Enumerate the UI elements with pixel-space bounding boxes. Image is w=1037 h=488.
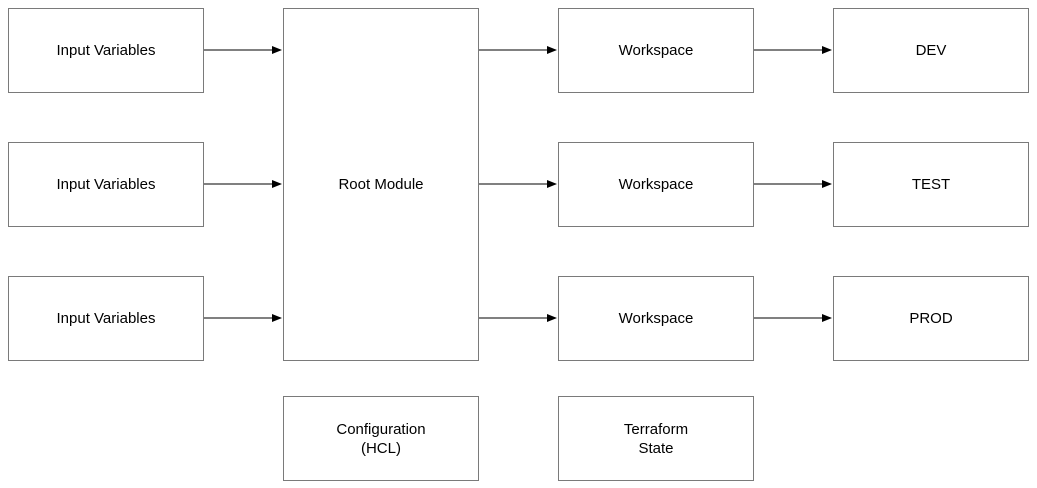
terraform-state-label: Terraform State xyxy=(623,420,689,457)
input-variables-label: Input Variables xyxy=(56,310,156,327)
configuration-label: Configuration (HCL) xyxy=(336,420,426,457)
configuration-box: Configuration (HCL) xyxy=(283,396,479,481)
root-module-label: Root Module xyxy=(338,176,424,193)
root-module-box: Root Module xyxy=(283,8,479,361)
input-variables-box: Input Variables xyxy=(8,142,204,227)
terraform-state-box: Terraform State xyxy=(558,396,754,481)
environment-box-dev: DEV xyxy=(833,8,1029,93)
workspace-box: Workspace xyxy=(558,142,754,227)
workspace-box: Workspace xyxy=(558,8,754,93)
input-variables-box: Input Variables xyxy=(8,8,204,93)
workspace-box: Workspace xyxy=(558,276,754,361)
input-variables-label: Input Variables xyxy=(56,42,156,59)
environment-box-prod: PROD xyxy=(833,276,1029,361)
input-variables-box: Input Variables xyxy=(8,276,204,361)
workspace-label: Workspace xyxy=(618,310,694,327)
environment-box-test: TEST xyxy=(833,142,1029,227)
environment-label: TEST xyxy=(911,176,951,193)
workspace-label: Workspace xyxy=(618,42,694,59)
environment-label: DEV xyxy=(915,42,947,59)
input-variables-label: Input Variables xyxy=(56,176,156,193)
workspace-label: Workspace xyxy=(618,176,694,193)
environment-label: PROD xyxy=(909,310,953,327)
